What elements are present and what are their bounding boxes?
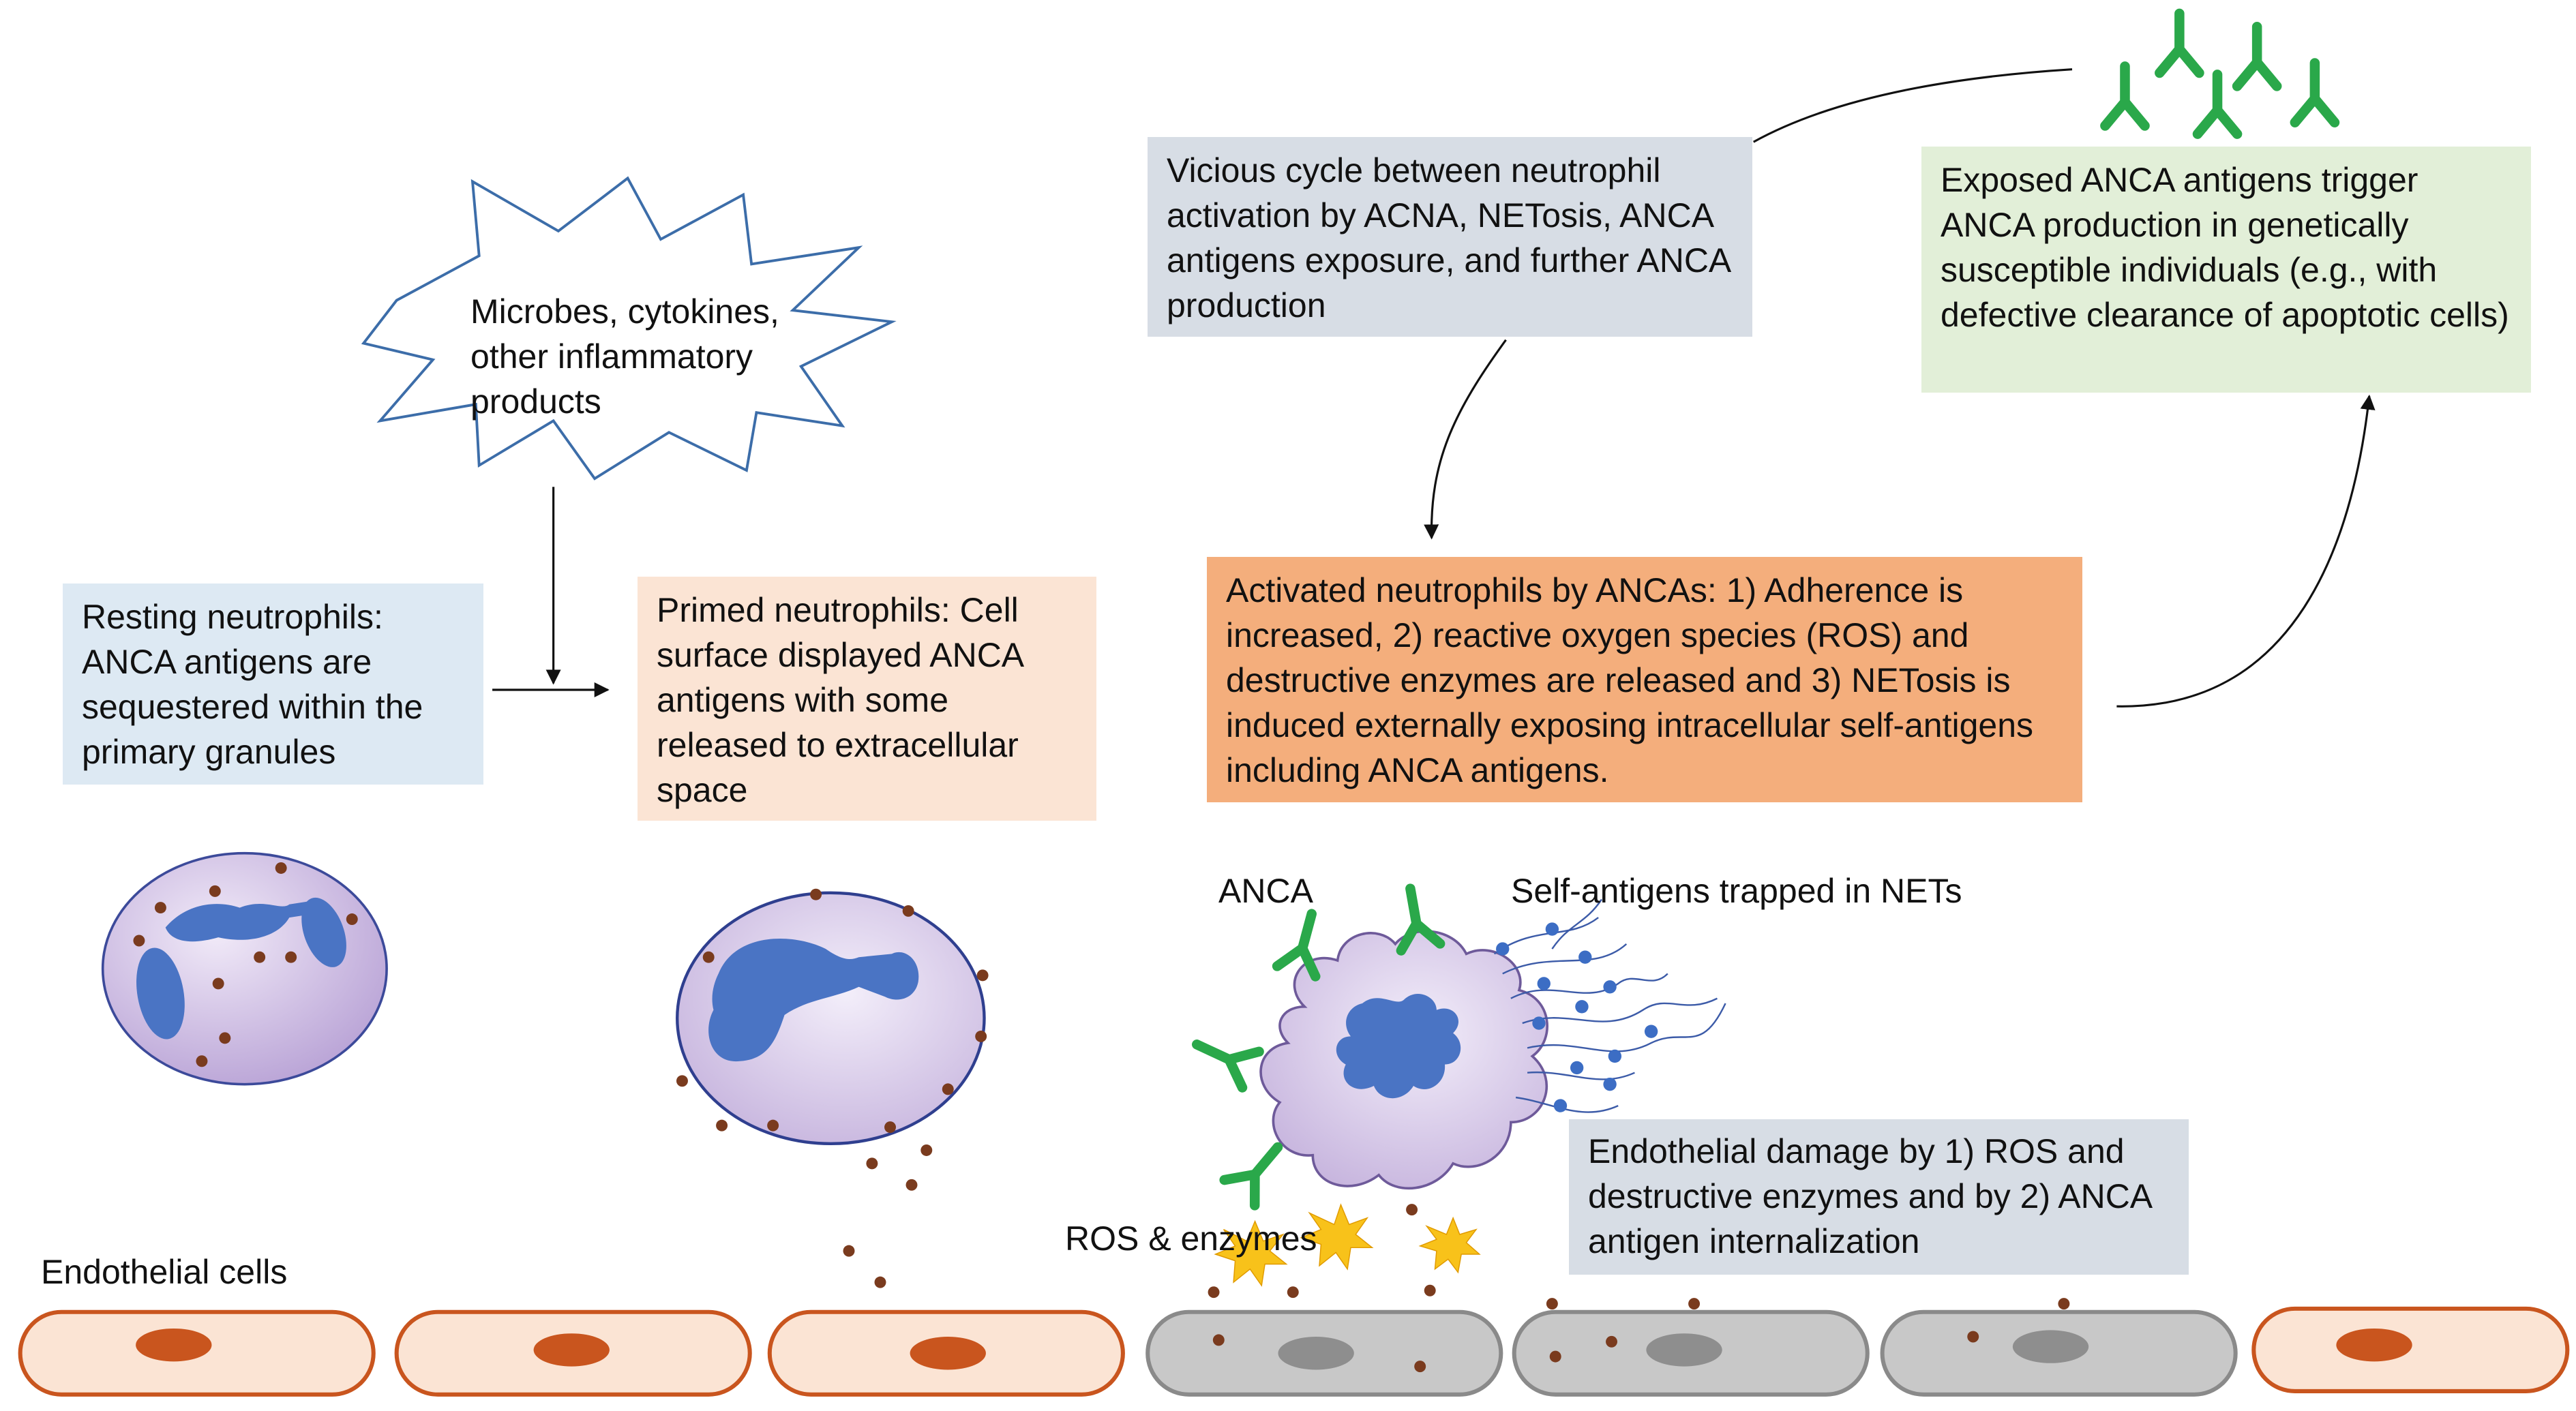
endothelial-damage-box: Endothelial damage by 1) ROS and destruc… — [1569, 1119, 2189, 1275]
arrow-antibodies-to-cycle — [1752, 68, 2073, 143]
endothelial-cell-damaged-2 — [1512, 1298, 1870, 1397]
ros-burst-icons — [1214, 1203, 1481, 1287]
endothelial-cell-healthy-1 — [18, 1309, 376, 1397]
exposed-antigens-box: Exposed ANCA antigens trigger ANCA produ… — [1921, 147, 2531, 393]
endothelial-cell-healthy-2 — [394, 1309, 752, 1397]
stimuli-burst-label: Microbes, cytokines, other inflammatory … — [470, 292, 779, 421]
released-granules — [1208, 1204, 1436, 1299]
activated-neutrophil-cell — [1259, 898, 1726, 1190]
arrow-cycle-to-activated — [1424, 339, 1507, 540]
resting-neutrophils-box: Resting neutrophils: ANCA antigens are s… — [63, 583, 483, 785]
endothelial-cell-damaged-3 — [1880, 1298, 2238, 1397]
anca-label: ANCA — [1218, 872, 1313, 910]
stimuli-burst-shape — [361, 176, 897, 481]
endothelial-cells-label: Endothelial cells — [41, 1253, 288, 1291]
endothelial-cell-damaged-1 — [1145, 1309, 1503, 1397]
primed-neutrophils-box: Primed neutrophils: Cell surface display… — [638, 577, 1096, 821]
vicious-cycle-box: Vicious cycle between neutrophil activat… — [1148, 137, 1752, 337]
endothelial-cell-row — [18, 1298, 2570, 1397]
ros-enzymes-label: ROS & enzymes — [1065, 1219, 1317, 1258]
endothelial-cell-healthy-3 — [767, 1309, 1125, 1397]
resting-neutrophil-cell — [101, 851, 388, 1086]
activated-neutrophils-box: Activated neutrophils by ANCAs: 1) Adher… — [1207, 557, 2082, 802]
primed-neutrophil-cell — [676, 888, 989, 1288]
arrow-activated-to-exposed — [2116, 394, 2376, 708]
self-antigens-label: Self-antigens trapped in NETs — [1511, 872, 1962, 910]
endothelial-cell-healthy-4 — [2251, 1306, 2570, 1393]
antibody-cluster-top — [2105, 14, 2335, 134]
